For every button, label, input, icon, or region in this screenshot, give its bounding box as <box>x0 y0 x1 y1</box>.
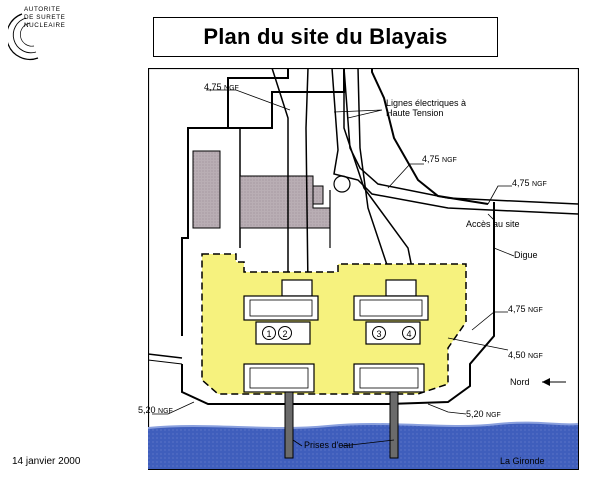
lignes-line-2: Haute Tension <box>386 108 444 118</box>
building-west <box>192 150 221 229</box>
hv-line-1 <box>271 67 289 288</box>
asn-logo-mark <box>6 13 39 61</box>
west-road <box>147 353 183 359</box>
ngf-unit: NGF <box>224 85 239 92</box>
site-plan: 4,75 NGF Lignes électriques à Haute Tens… <box>138 67 580 471</box>
ngf-unit: NGF <box>442 157 457 164</box>
logo-line-3: NUCLEAIRE <box>24 22 66 29</box>
building-annex <box>312 185 324 205</box>
water-intake-left <box>284 391 294 459</box>
water-intake-right <box>389 391 399 459</box>
hv-line-2 <box>305 67 309 289</box>
ngf-label-450: 4,50 NGF <box>508 350 543 362</box>
acces-label: Accès au site <box>466 219 520 229</box>
hv-line-4 <box>343 68 417 289</box>
north-arrow-icon <box>542 378 566 386</box>
leader-ngf-top-left <box>206 89 291 111</box>
lignes-label: Lignes électriques à Haute Tension <box>386 98 466 118</box>
access-road-north <box>343 67 579 205</box>
leader-ngf-520-left <box>152 401 195 415</box>
ngf-label-520-right: 5,20 NGF <box>466 409 501 421</box>
leader-ngf-right <box>487 185 512 205</box>
gironde-label: La Gironde <box>500 456 545 466</box>
ngf-value: 4,75 <box>508 304 526 314</box>
ngf-unit: NGF <box>528 353 543 360</box>
reactor-number-4: 4 <box>402 326 416 340</box>
ngf-unit: NGF <box>532 181 547 188</box>
reactor-number-2: 2 <box>278 326 292 340</box>
ngf-unit: NGF <box>486 412 501 419</box>
ngf-label-top-left: 4,75 NGF <box>204 82 239 94</box>
page-title: Plan du site du Blayais <box>203 24 448 49</box>
ngf-value: 4,75 <box>422 154 440 164</box>
ngf-value: 5,20 <box>138 405 156 415</box>
logo-line-1: AUTORITE <box>24 6 61 13</box>
date-label: 14 janvier 2000 <box>12 456 81 467</box>
asn-logo <box>6 6 88 62</box>
leader-ngf-mid <box>387 163 424 189</box>
leader-prises <box>292 439 395 447</box>
ngf-value: 4,75 <box>512 178 530 188</box>
title-box: Plan du site du Blayais <box>153 17 498 57</box>
leader-digue <box>493 247 515 257</box>
ngf-label-digue: 4,75 NGF <box>508 304 543 316</box>
leader-ngf-520-right <box>427 403 467 415</box>
ngf-unit: NGF <box>528 307 543 314</box>
reactor-unit-left <box>243 279 319 393</box>
leader-ngf-450 <box>447 337 509 351</box>
asn-logo-text: AUTORITE DE SURETE NUCLEAIRE <box>24 6 65 30</box>
reactor-number-1: 1 <box>262 326 276 340</box>
ngf-value: 5,20 <box>466 409 484 419</box>
leader-lignes <box>333 109 383 119</box>
digue-label: Digue <box>514 250 538 260</box>
ngf-value: 4,50 <box>508 350 526 360</box>
ngf-label-right: 4,75 NGF <box>512 178 547 190</box>
ngf-label-mid: 4,75 NGF <box>422 154 457 166</box>
nuclear-island <box>201 253 467 395</box>
ngf-label-520-left: 5,20 NGF <box>138 405 173 417</box>
access-road-south <box>331 67 579 215</box>
site-plan-drawing <box>147 67 580 471</box>
logo-line-2: DE SURETE <box>24 14 66 21</box>
west-road-2 <box>147 359 183 365</box>
lignes-line-1: Lignes électriques à <box>386 98 467 108</box>
leader-acces <box>487 213 495 221</box>
nord-label: Nord <box>510 377 530 387</box>
leader-ngf-digue <box>471 311 508 331</box>
roundabout <box>333 175 351 193</box>
gironde-water <box>148 422 578 469</box>
prises-label: Prises d'eau <box>304 440 354 450</box>
reactor-number-3: 3 <box>372 326 386 340</box>
ngf-value: 4,75 <box>204 82 222 92</box>
ngf-unit: NGF <box>158 408 173 415</box>
